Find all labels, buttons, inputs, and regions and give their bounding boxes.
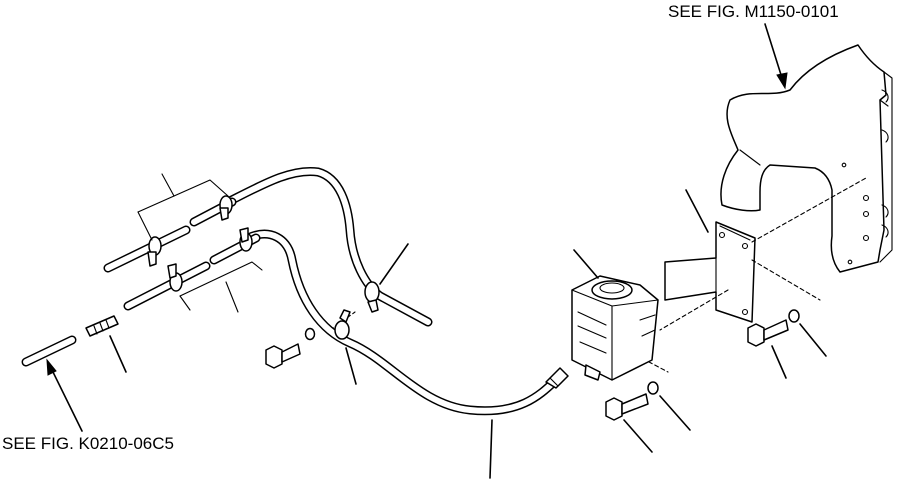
reference-label-bottom: SEE FIG. K0210-06C5 (2, 434, 174, 453)
group-bracket-lower (179, 261, 263, 313)
hose-b (123, 227, 261, 311)
reservoir-tank (571, 275, 659, 381)
reference-arrow-bottom (46, 358, 83, 432)
washer-bracket (788, 309, 800, 323)
bolt-tank (605, 393, 649, 421)
adapter-fitting (85, 315, 119, 337)
group-bracket-upper (137, 173, 229, 241)
bolt-bracket (747, 319, 789, 347)
guide-line (751, 177, 867, 243)
clamp-lower (334, 309, 351, 340)
bolt-clamp (265, 343, 301, 369)
hose-a (103, 195, 237, 273)
pipe-stub (21, 335, 77, 367)
guide-line (751, 259, 821, 301)
frame-plate (720, 44, 893, 273)
clamp-upper (364, 281, 380, 313)
callout-leaders (109, 189, 827, 479)
hose-upper (219, 166, 433, 327)
hose-to-tank (243, 229, 569, 416)
guide-line (659, 289, 729, 331)
reference-arrow-top (764, 23, 788, 90)
bracket (664, 221, 756, 323)
washer-tank (647, 381, 659, 395)
reference-label-top: SEE FIG. M1150-0101 (668, 2, 839, 21)
washer-clamp (304, 327, 316, 341)
